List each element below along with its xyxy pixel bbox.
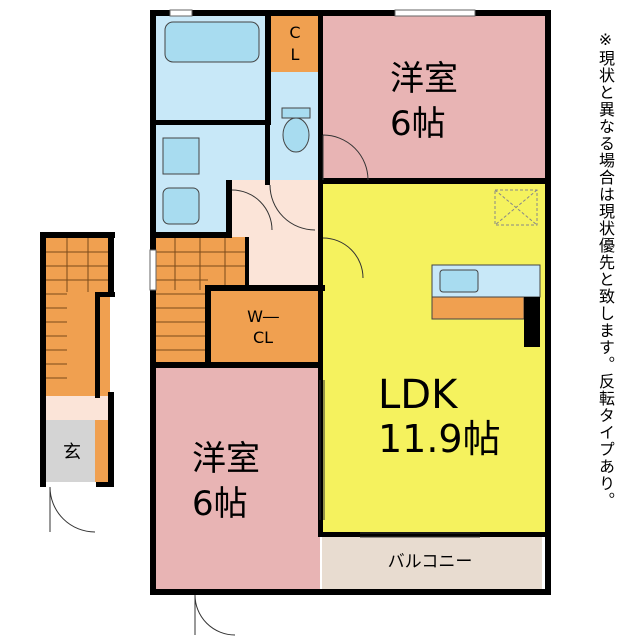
ldk-size: 11.9帖: [378, 417, 501, 461]
washbasin-icon: [162, 137, 200, 175]
ldk-room: [322, 180, 545, 535]
balcony: [322, 535, 542, 590]
disclaimer-note: ※現状と異なる場合は現状優先と致します。反転タイプあり。: [596, 30, 615, 509]
entrance-stairs-gap: [45, 292, 67, 396]
walls: [40, 10, 551, 595]
balcony-label: バルコニー: [388, 552, 473, 572]
sink-icon: [439, 269, 479, 293]
walk-in-closet-label-1: W―: [247, 307, 279, 326]
closet-top: [270, 15, 320, 72]
entrance-hall: [45, 396, 110, 420]
western-room-bottom: [155, 367, 320, 592]
kitchen-cabinet: [431, 296, 525, 320]
western-room-top-name: 洋室: [390, 59, 458, 99]
skylight-cross-2: [494, 189, 538, 226]
stair-treads-entrance: [45, 238, 110, 379]
windows: [149, 9, 476, 291]
closet-top-label-1: C: [289, 23, 300, 42]
shoe-cabinet: [95, 420, 110, 482]
entrance-floor: [45, 420, 95, 482]
door-swings: [49, 134, 369, 636]
sliding-doors: [319, 380, 480, 538]
western-room-top-size: 6帖: [390, 104, 446, 144]
western-room-bottom-size: 6帖: [192, 484, 248, 524]
ldk-name: LDK: [378, 372, 459, 418]
toilet-tank-icon: [281, 107, 311, 119]
closet-top-label-2: L: [291, 45, 300, 64]
entrance-label: 玄: [63, 442, 81, 463]
stair-treads-main: [155, 237, 247, 351]
walk-in-closet: [208, 290, 320, 365]
toilet-icon: [282, 117, 310, 153]
fridge-space: [524, 297, 540, 347]
washing-machine-icon: [162, 187, 200, 225]
western-room-bottom-name: 洋室: [192, 439, 260, 479]
skylight-icon: [494, 189, 538, 226]
bathtub-icon: [164, 21, 260, 63]
western-room-top: [320, 15, 545, 180]
walk-in-closet-label-2: CL: [253, 328, 273, 347]
